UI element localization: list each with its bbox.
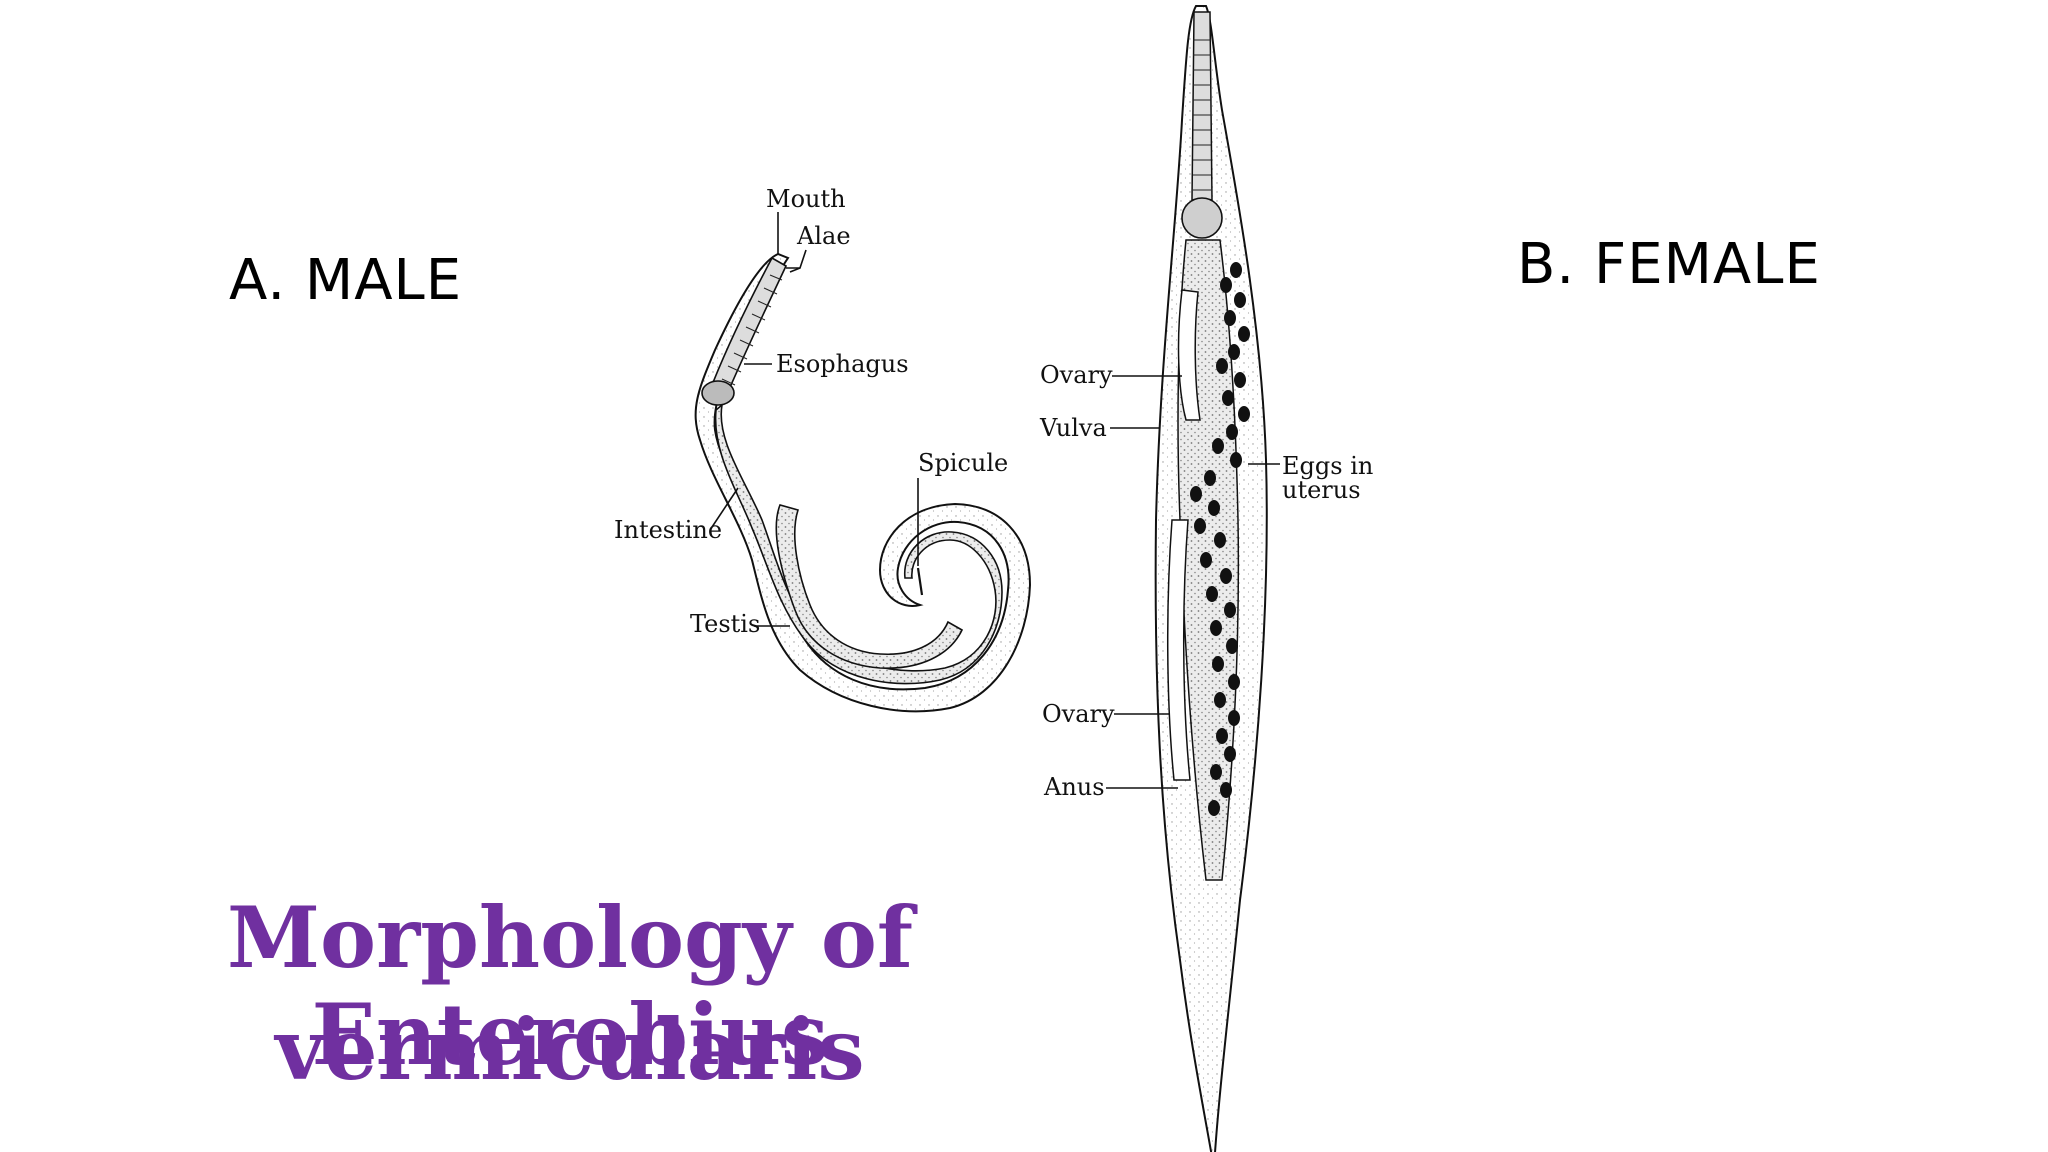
label-esophagus: Esophagus xyxy=(776,350,909,378)
slide-title-line1: Morphology of Enterobius xyxy=(227,888,913,1084)
label-vulva: Vulva xyxy=(1039,414,1107,442)
label-anus: Anus xyxy=(1043,773,1105,801)
label-spicule: Spicule xyxy=(918,449,1008,477)
slide-title-line2: vermicularis xyxy=(275,1000,865,1099)
label-alae: Alae xyxy=(796,222,851,250)
male-panel-label: A. MALE xyxy=(229,248,463,313)
female-lower-ovary xyxy=(1166,519,1191,781)
label-eggs-line2: uterus xyxy=(1282,476,1361,504)
female-panel-label: B. FEMALE xyxy=(1517,232,1821,297)
label-ovary-lower: Ovary xyxy=(1042,700,1115,728)
male-spicule xyxy=(916,567,924,596)
female-eggs xyxy=(1190,262,1250,816)
label-ovary-upper: Ovary xyxy=(1040,361,1113,389)
male-intestine xyxy=(714,402,1003,685)
label-testis: Testis xyxy=(690,610,760,638)
male-testis xyxy=(775,504,964,669)
male-esophageal-bulb xyxy=(701,380,735,406)
female-upper-ovary xyxy=(1177,289,1201,421)
female-labels: Ovary Vulva Eggs in uterus Ovary Anus xyxy=(1039,361,1373,801)
female-esophageal-bulb xyxy=(1181,197,1223,239)
male-labels: Mouth Alae Esophagus Spicule Intestine T… xyxy=(614,185,1008,638)
label-eggs-line1: Eggs in xyxy=(1282,452,1373,480)
male-worm xyxy=(694,252,1032,713)
label-mouth: Mouth xyxy=(766,185,846,213)
label-intestine: Intestine xyxy=(614,516,722,544)
female-worm xyxy=(1154,5,1268,1152)
male-esophagus xyxy=(710,256,788,394)
